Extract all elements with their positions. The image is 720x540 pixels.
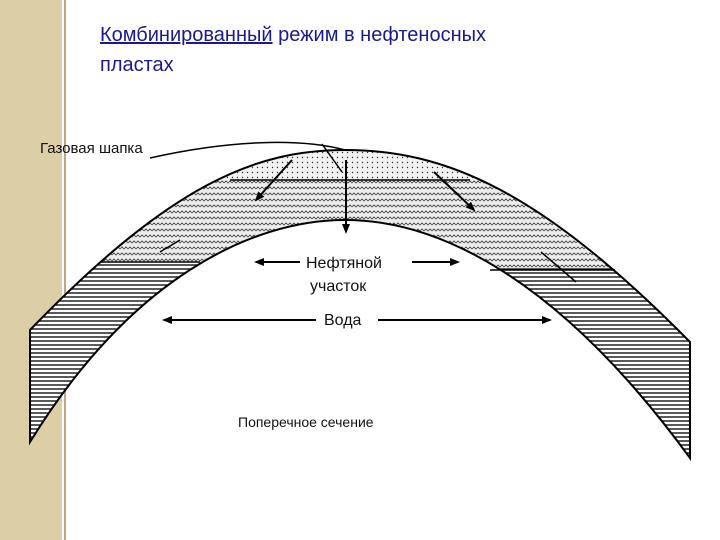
side-decoration-line [64, 0, 66, 540]
oil-zone-label-line2: участок [308, 278, 369, 296]
title-part-1: Комбинированный [100, 24, 273, 46]
water-zone [30, 262, 690, 458]
side-decoration-strip [0, 0, 62, 540]
cross-section-label: Поперечное сечение [238, 414, 374, 430]
oil-zone [60, 150, 640, 268]
oil-leader-left [159, 239, 181, 253]
gas-cap-zone [100, 150, 620, 180]
slide-title: Комбинированный режим в нефтеносных плас… [100, 20, 660, 80]
gas-arrow-right [433, 171, 476, 212]
title-part-2: режим в нефтеносных [272, 24, 487, 46]
oil-zone-label-line1: Нефтяной [304, 255, 384, 273]
gas-cap-leader [149, 141, 346, 159]
gas-arrow-tail [321, 143, 343, 173]
layer-outline [29, 148, 691, 462]
gas-cap-label: Газовая шапка [40, 140, 143, 157]
oil-leader-right [540, 251, 577, 283]
water-label: Вода [322, 312, 364, 330]
title-part-3: пластах [100, 54, 174, 76]
reservoir-fills [30, 150, 690, 458]
gas-arrow-left [254, 159, 293, 202]
